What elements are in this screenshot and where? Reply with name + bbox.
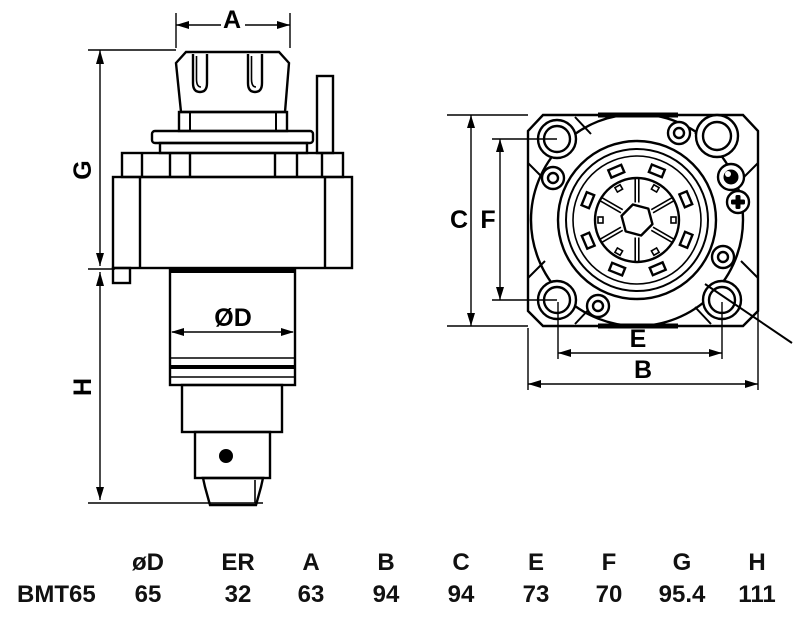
front-view-drawing: C F E B	[447, 112, 793, 390]
col-value: 94	[447, 581, 475, 608]
col-value: 111	[738, 581, 776, 608]
col-value: 94	[372, 581, 400, 608]
dimension-h: H	[69, 272, 263, 504]
spec-col-er: ER 32	[221, 551, 254, 607]
collet-ring	[593, 176, 681, 264]
bolt-hole-bottom-right	[701, 279, 743, 321]
spec-col-c: C 94	[448, 551, 475, 607]
col-header: F	[601, 549, 617, 576]
spec-col-e: E 73	[523, 551, 550, 607]
col-header: C	[452, 549, 470, 576]
dimension-a: A	[175, 6, 291, 48]
dimension-g: G	[69, 49, 176, 270]
dimension-c: C	[447, 114, 528, 327]
dim-label-h: H	[69, 378, 97, 396]
col-value: 70	[595, 581, 623, 608]
collet-slits	[597, 178, 677, 262]
col-value: 65	[134, 581, 162, 608]
leader-line	[704, 283, 793, 344]
col-header: ER	[221, 549, 255, 576]
col-header: E	[527, 549, 545, 576]
spec-col-a: A 63	[298, 551, 325, 607]
dim-label-e: E	[630, 325, 647, 353]
main-body	[111, 175, 354, 270]
bolt-hole-top-right	[694, 113, 740, 159]
col-header: B	[377, 549, 395, 576]
model-name: BMT65	[17, 581, 96, 608]
spec-col-f: F 70	[596, 551, 623, 607]
dim-label-g: G	[69, 160, 97, 179]
col-header: G	[672, 549, 692, 576]
body-tab	[111, 266, 132, 285]
coolant-port	[716, 162, 746, 192]
col-value: 73	[522, 581, 550, 608]
pin-holes	[540, 120, 736, 319]
dim-label-d: ØD	[214, 304, 252, 332]
dim-label-c: C	[450, 206, 468, 234]
spec-col-b: B 94	[373, 551, 400, 607]
flange-plate	[526, 113, 760, 328]
col-value: 63	[297, 581, 325, 608]
spec-col-od: øD 65	[132, 551, 164, 607]
dimension-e: E	[557, 302, 723, 359]
col-value: 95.4	[658, 581, 706, 608]
collet-bore	[620, 203, 654, 237]
dimension-d: ØD	[171, 304, 294, 336]
col-header: øD	[132, 549, 164, 576]
dim-label-b: B	[634, 356, 652, 384]
spec-col-h: H 111	[738, 551, 775, 607]
tip	[201, 476, 265, 507]
side-view-drawing: A G H ØD	[69, 6, 354, 507]
side-hole	[219, 449, 233, 463]
col-header: A	[302, 549, 320, 576]
col-header: H	[748, 549, 766, 576]
dim-label-a: A	[223, 6, 241, 34]
dimension-b: B	[527, 302, 759, 390]
dim-label-f: F	[480, 206, 495, 234]
dimension-f: F	[480, 138, 557, 301]
spec-col-g: G 95.4	[659, 551, 706, 607]
col-value: 32	[224, 581, 252, 608]
phillips-screw	[725, 189, 751, 215]
nut-notches	[579, 162, 695, 278]
